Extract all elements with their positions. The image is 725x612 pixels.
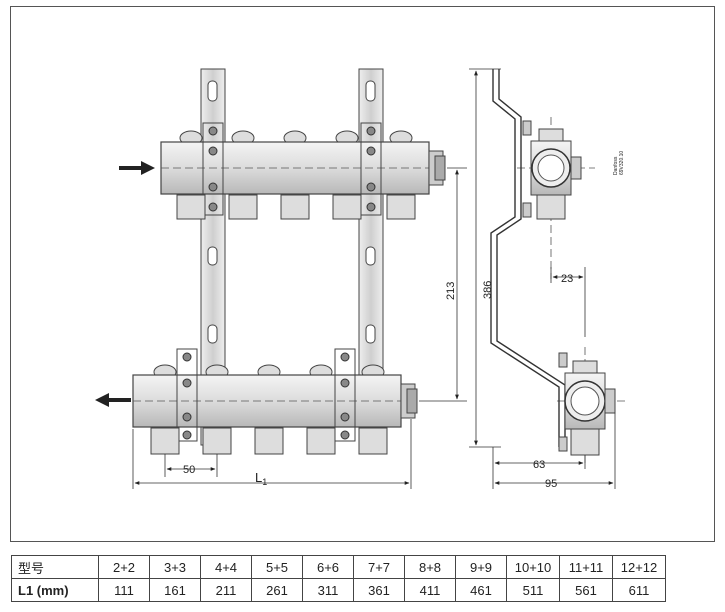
drawing-frame: 50 L1 213 386	[10, 6, 715, 542]
l1-cell: 611	[612, 578, 666, 602]
dim-213-label: 213	[445, 282, 457, 300]
bottom-outlet-fittings	[150, 427, 388, 455]
side-bracket-profile	[490, 69, 568, 452]
l1-row: L1 (mm) 111 161 211 261 311 361 411 461 …	[11, 578, 666, 602]
model-cell: 3+3	[149, 555, 201, 579]
dim-l-letter: L	[255, 470, 262, 485]
side-view: 23 63 95 Danfoss 69V320.10	[490, 69, 625, 490]
l1-cell: 261	[251, 578, 303, 602]
l1-cell: 411	[404, 578, 456, 602]
model-cell: 10+10	[506, 555, 560, 579]
dim-386-label: 386	[482, 281, 494, 299]
top-manifold-bar	[160, 122, 446, 220]
bottom-bracket-clamps	[176, 348, 356, 442]
dimension-l1: L1	[132, 419, 412, 489]
dimension-50: 50	[164, 454, 218, 477]
vendor-line1: Danfoss	[613, 156, 619, 175]
model-row: 型号 2+2 3+3 4+4 5+5 6+6 7+7 8+8 9+9 10+10…	[11, 555, 666, 579]
l1-cell: 461	[455, 578, 507, 602]
side-top-fitting	[530, 128, 582, 220]
vendor-reference: Danfoss 69V320.10	[613, 151, 625, 175]
model-cell: 5+5	[251, 555, 303, 579]
top-valve-caps	[179, 130, 413, 146]
model-cell: 6+6	[302, 555, 354, 579]
dim-95-label: 95	[545, 478, 557, 490]
dim-l1-label: L1	[255, 470, 267, 487]
model-cell: 12+12	[612, 555, 666, 579]
inlet-arrow-icon	[119, 161, 155, 175]
top-bracket-clamps	[202, 122, 382, 216]
l1-cell: 111	[98, 578, 150, 602]
dimension-23: 23	[550, 267, 586, 337]
dimension-386: 386	[469, 68, 501, 448]
top-outlet-fittings	[176, 194, 416, 220]
model-cell: 11+11	[559, 555, 613, 579]
l1-cell: 561	[559, 578, 613, 602]
l1-header: L1 (mm)	[11, 578, 99, 602]
bottom-manifold-bar	[132, 348, 418, 455]
side-bottom-fitting	[564, 360, 616, 456]
model-cell: 8+8	[404, 555, 456, 579]
manifold-drawing: 50 L1 213 386	[95, 68, 625, 490]
model-cell: 9+9	[455, 555, 507, 579]
model-cell: 7+7	[353, 555, 405, 579]
front-view: 50 L1 213 386	[95, 68, 501, 489]
model-cell: 4+4	[200, 555, 252, 579]
l1-cell: 361	[353, 578, 405, 602]
spec-table: 型号 2+2 3+3 4+4 5+5 6+6 7+7 8+8 9+9 10+10…	[11, 555, 666, 602]
l1-cell: 511	[506, 578, 560, 602]
dim-l-subscript: 1	[262, 477, 267, 487]
dim-23-label: 23	[561, 273, 573, 285]
dimension-63: 63	[492, 447, 586, 489]
model-header: 型号	[11, 555, 99, 579]
dimension-213: 213	[419, 167, 467, 402]
model-cell: 2+2	[98, 555, 150, 579]
dimension-95: 95	[494, 413, 616, 490]
l1-cell: 161	[149, 578, 201, 602]
l1-cell: 211	[200, 578, 252, 602]
dim-63-label: 63	[533, 459, 545, 471]
outlet-arrow-icon	[95, 393, 131, 407]
dim-50-label: 50	[183, 464, 195, 476]
l1-cell: 311	[302, 578, 354, 602]
vendor-line2: 69V320.10	[619, 151, 625, 175]
